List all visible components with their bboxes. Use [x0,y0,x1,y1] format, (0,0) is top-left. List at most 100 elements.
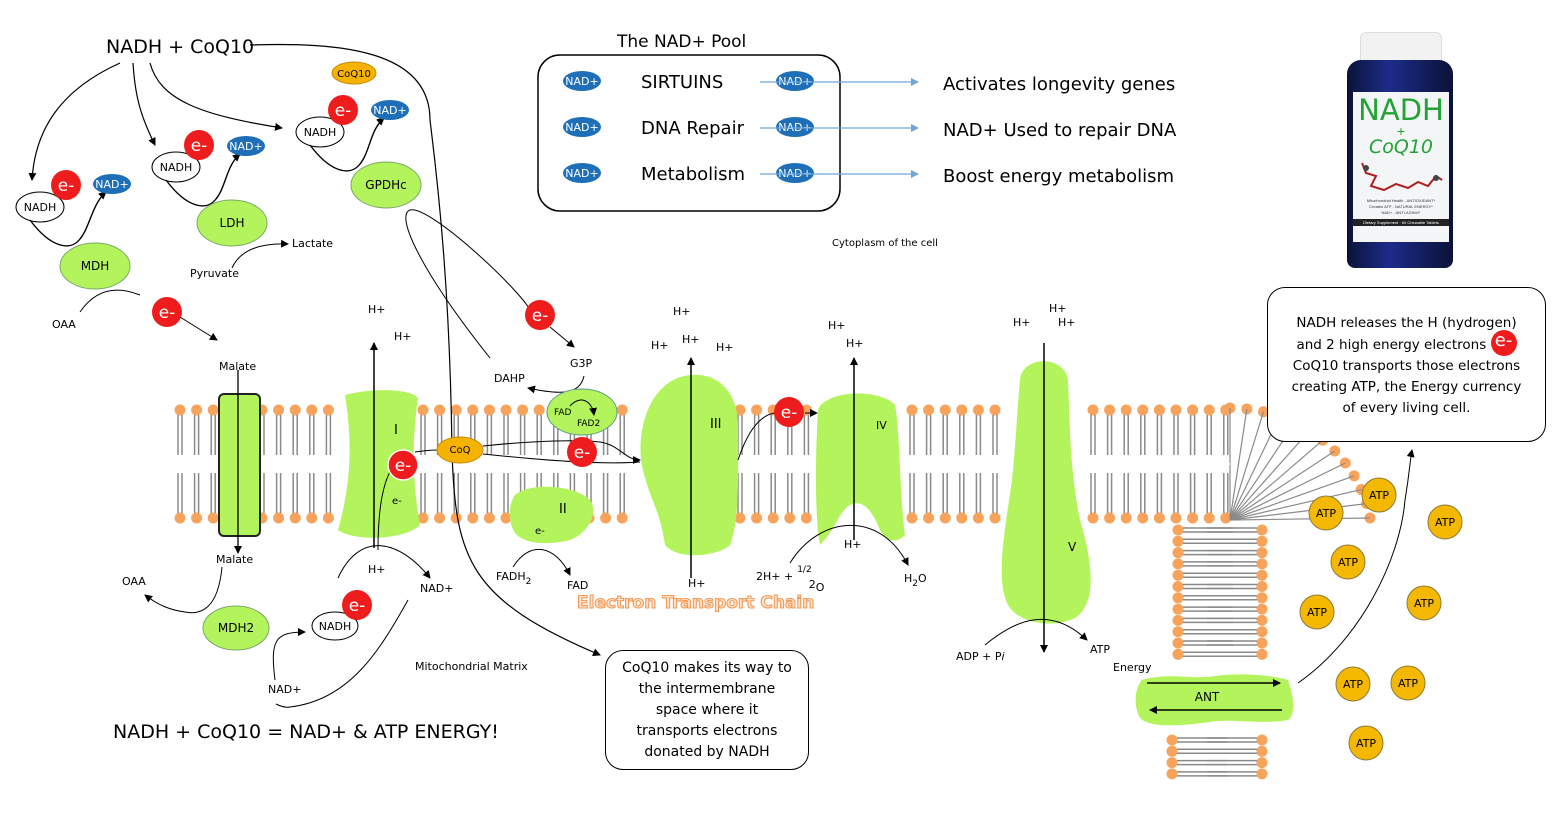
lipid-left [1171,636,1234,650]
h-plus-label: H+ [716,341,734,354]
product-footer: Dietary Supplement · 60 Chewable Tablets [1353,219,1449,226]
atp-text: ATP [1398,677,1418,690]
h-plus-label: H+ [844,538,862,551]
lipid-bottom [1153,472,1166,525]
malate-oaa-arrow [144,566,223,614]
lipid-bottom [1119,472,1133,525]
nad-to-nadh-arrow [272,628,306,681]
lipid-top [1186,403,1199,456]
lipid-bottom [599,472,612,525]
malate-transporter [218,393,261,537]
note-line: transports electrons [636,723,778,739]
atp-text: ATP [1316,507,1336,520]
lipid-right [1206,591,1269,605]
g3p-label: G3P [570,357,593,370]
electron-icon: e- [328,95,358,125]
coq10-path-arrow [249,43,601,656]
oxidation-arrow [29,191,107,247]
lipid-top [190,403,203,456]
lipid-left [1171,523,1234,537]
lipid-bottom [483,472,496,525]
lipid-left [1171,602,1234,616]
lipid-bottom [272,472,285,525]
nad-return-curve [275,599,409,708]
electron-icon: e- [387,449,419,481]
lipid-right [1206,625,1269,638]
fad-enzyme: FAD FAD2 [546,388,618,436]
lipid-bottom [449,472,463,525]
svg-text:IV: IV [876,419,887,432]
electron-transport-chain-title: Electron Transport Chain [577,593,814,613]
nad-plus-badge: NAD+ [776,71,814,91]
nad-pool-effect: NAD+ Used to repair DNA [943,120,1177,141]
complex1-coq-line [414,449,441,453]
lipid-top [955,403,969,456]
nad-pool-effect: Boost energy metabolism [943,166,1174,187]
h-plus-label: H+ [688,577,706,590]
nad-plus-badge: NAD+ [563,71,601,91]
nadh-matrix: NADH [311,611,359,641]
svg-text:NADH: NADH [319,620,352,633]
brand-coq10: CoQ10 [1368,136,1434,158]
brand-plus: + [1396,123,1406,139]
oaa-matrix-label: OAA [122,575,146,588]
atp-text: ATP [1343,678,1363,691]
nad-pool-box [537,54,841,212]
note-line: CoQ10 transports those electrons [1292,358,1521,374]
lipid-top [272,403,285,456]
lipid-right [1206,636,1269,650]
lipid-top [305,403,319,456]
electron-icon: e- [774,397,804,427]
svg-text:e-: e- [781,403,798,423]
lipid-top [173,403,187,456]
lipid-tail [1229,475,1355,521]
lipid-bottom [190,472,203,525]
lipid-top [750,403,763,456]
h-plus-label: H+ [1013,316,1031,329]
lipid-bottom [288,472,302,525]
ant-transporter: ANT [1135,674,1294,726]
nadh-label: NADH [160,161,193,174]
lipid-left [1171,648,1234,661]
lipid-tail [1229,411,1265,521]
lipid-right [1206,614,1269,627]
lipid-right [1206,733,1269,747]
nad-plus-badge: NAD+ [227,136,265,156]
atp-text: ATP [1356,737,1376,750]
lipid-tail [1229,450,1336,521]
electron-icon: e- [184,130,214,160]
lipid-top [499,403,513,456]
lipid-left [1171,591,1234,605]
title-text: NADH + CoQ10 [106,36,254,58]
svg-text:LDH: LDH [220,216,245,230]
pyruvate-lactate-arrow [231,239,289,269]
nad-pool-process: DNA Repair [641,118,745,139]
h-plus-label: H+ [682,333,700,346]
lipid-top [1086,403,1100,456]
lipid-tail [1229,408,1248,521]
cytoplasm-region-label: Cytoplasm of the cell [832,238,938,249]
atp-text: ATP [1435,516,1455,529]
oaa-mdh-curve [79,289,141,313]
svg-text:V: V [1068,540,1077,554]
note-line: CoQ10 makes its way to [622,660,792,676]
lipid-bottom [800,472,813,525]
lipid-tail [1229,503,1367,521]
enzyme-gpdhc: GPDHc [350,161,422,209]
oaa-label: OAA [52,318,76,331]
atp-text: ATP [1369,489,1389,502]
nad-plus-badge: NAD+ [563,163,601,183]
lipid-top [416,403,430,456]
h-plus-label: H+ [368,303,386,316]
note-line: creating ATP, the Energy currency [1291,379,1522,395]
lipid-top [1169,403,1183,456]
svg-text:e-: e- [335,101,352,121]
lipid-bottom [615,472,629,525]
lipid-left [1165,756,1228,769]
product-claim: NAD+ - ANTI-AGING* [1381,210,1421,215]
lipid-right [1206,568,1269,582]
lipid-tail [1229,517,1371,521]
nad-pool-title: The NAD+ Pool [616,32,746,52]
oxygen-water-arrow [789,524,909,566]
